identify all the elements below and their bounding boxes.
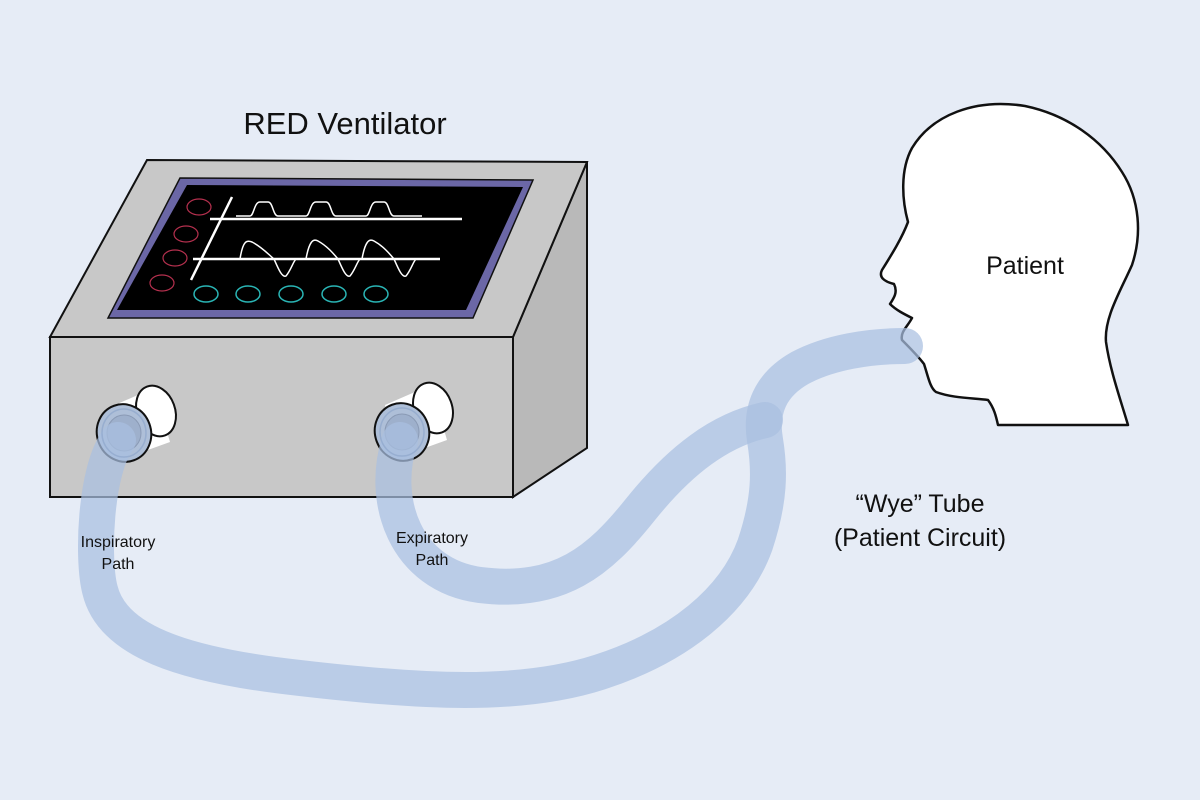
- expiratory-label-line2: Path: [415, 552, 449, 569]
- bottom-button[interactable]: [235, 285, 261, 303]
- screen-bottom-buttons: [193, 285, 389, 303]
- patient-label: Patient: [986, 252, 1064, 280]
- expiratory-path-label: Expiratory Path: [362, 528, 502, 572]
- screen-side-buttons: [149, 198, 212, 292]
- bottom-button[interactable]: [193, 285, 219, 303]
- tube-port-rings: [101, 407, 425, 458]
- bottom-button[interactable]: [321, 285, 347, 303]
- wye-label-line2: (Patient Circuit): [833, 524, 1007, 552]
- wye-tube-label: “Wye” Tube (Patient Circuit): [800, 487, 1040, 555]
- wye-label-line1: “Wye” Tube: [855, 490, 985, 518]
- ventilator-screen: [117, 185, 523, 310]
- expiratory-tube: [375, 402, 783, 605]
- side-button[interactable]: [149, 274, 175, 292]
- patient-head-outline: [879, 102, 1140, 427]
- bottom-button[interactable]: [278, 285, 304, 303]
- inspiratory-tube: [78, 328, 923, 708]
- inspiratory-label-line2: Path: [101, 556, 135, 573]
- side-button[interactable]: [173, 225, 199, 243]
- expiratory-label-line1: Expiratory: [395, 530, 469, 547]
- patient-circuit-tubing: [78, 328, 923, 708]
- side-button[interactable]: [162, 249, 188, 267]
- side-button[interactable]: [186, 198, 212, 216]
- inspiratory-label-line1: Inspiratory: [80, 534, 156, 551]
- flow-waveform: [206, 239, 438, 277]
- diagram-title: RED Ventilator: [243, 106, 447, 141]
- bottom-button[interactable]: [363, 285, 389, 303]
- pressure-waveform: [236, 201, 422, 217]
- inspiratory-path-label: Inspiratory Path: [48, 532, 188, 576]
